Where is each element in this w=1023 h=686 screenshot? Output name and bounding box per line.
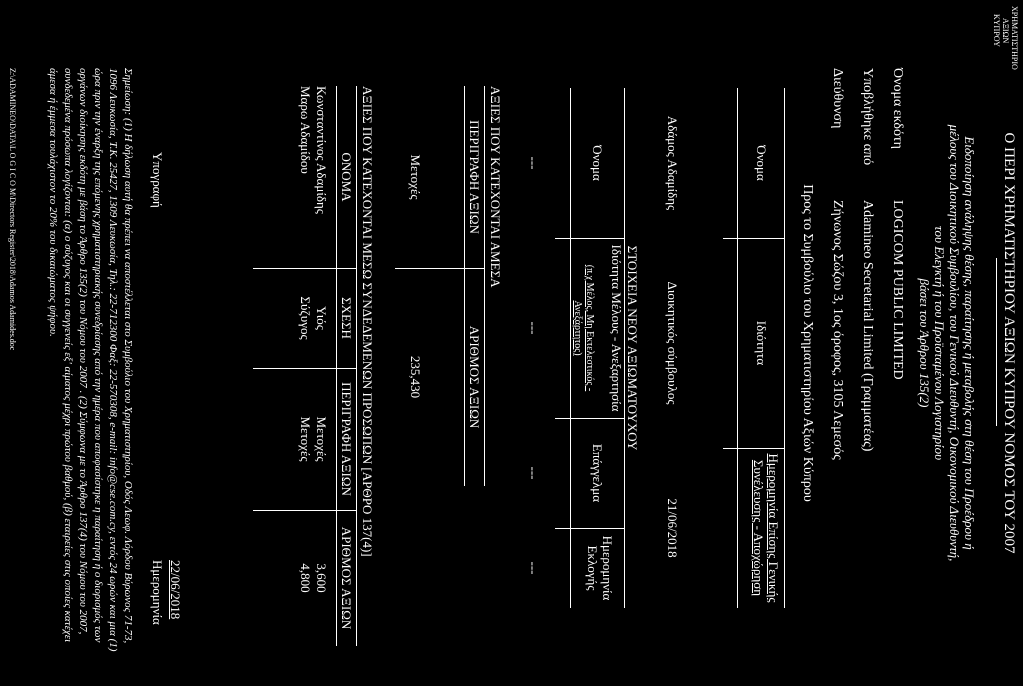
table4-header-relation: ΣΧΕΣΗ — [339, 297, 354, 339]
table4-cell-description: Μετοχές — [314, 416, 329, 462]
table-border — [723, 448, 785, 449]
table3-title: ΑΞΙΕΣ ΠΟΥ ΚΑΤΕΧΟΝΤΑΙ ΑΜΕΣΑ — [488, 86, 503, 288]
table4-header-count: ΑΡΙΘΜΟΣ ΑΞΙΩΝ — [339, 526, 354, 630]
table-border — [624, 88, 625, 608]
table-border — [464, 86, 465, 486]
intro-text: Ειδοποίηση ανάληψης θέσης, παραίτησης ή … — [917, 0, 977, 686]
document-title: Ο ΠΕΡΙ ΧΡΗΜΑΤΙΣΤΗΡΙΟΥ ΑΞΙΩΝ ΚΥΠΡΟΥ ΝΟΜΟΣ… — [1001, 132, 1017, 554]
table3-cell-description: Μετοχές — [408, 154, 423, 200]
intro-line: Ειδοποίηση ανάληψης θέσης, παραίτησης ή … — [962, 136, 977, 550]
table3-header-description: ΠΕΡΙΓΡΑΦΗ ΑΞΙΩΝ — [467, 120, 482, 234]
table2-header-example: (π.χ Μέλος, Μη Εκτελεστικός - Ανεξάρτητο… — [572, 264, 595, 392]
table2-cell: --- — [526, 466, 541, 480]
issuer-value: LOGICOM PUBLIC LIMITED — [890, 200, 905, 380]
file-path-footer: Z:\ADAMINEO\DATA\L O G I C O M\Directors… — [8, 68, 17, 351]
table4-cell-count: 3,600 — [314, 563, 329, 593]
table-border — [555, 528, 625, 529]
date-label: Ημερομηνία — [150, 560, 165, 625]
table1-header-date: Ημερομηνία Επίσης Γενικής Συνέλευσης - Α… — [751, 453, 781, 603]
address-label: Διεύθυνση — [830, 68, 845, 129]
table3-header-count: ΑΡΙΘΜΟΣ ΑΞΙΩΝ — [467, 325, 482, 429]
table1-cell-date: 21/06/2018 — [665, 498, 680, 558]
table4-cell-name: Μαρω Αδαμίδου — [298, 86, 313, 174]
address-value: Ζήνωνος Σώζου 3, 1ος όροφος, 3105 Λεμεσό… — [830, 200, 845, 460]
table4-cell-name: Κωνσταντίνος Αδαμίδης — [314, 86, 329, 214]
footnote-text: Σημείωση: (1) Η δήλωση αυτή θα πρέπει να… — [47, 68, 134, 652]
table2-header-profession: Επάγγελμα — [590, 443, 605, 503]
table4-cell-count: 4,800 — [298, 563, 313, 593]
table3-cell-count: 235,430 — [408, 355, 423, 399]
intro-line: του Ελεγκτή ή του Προϊσταμένου Λογιστηρί… — [932, 225, 947, 461]
table2-cell: --- — [526, 561, 541, 575]
table4-cell-relation: Σύζυγος — [298, 296, 313, 340]
table2-cell: --- — [526, 156, 541, 170]
table2-header-name: Όνομα — [590, 145, 605, 181]
table2-cell: --- — [526, 321, 541, 335]
table4-header-description: ΠΕΡΙΓΡΑΦΗ ΑΞΙΩΝ — [339, 382, 354, 496]
table4-cell-relation: Υιός — [314, 306, 329, 330]
table2-header-role: Ιδιότητα Μέλους - Ανεξαρτησία — [609, 244, 624, 412]
table4-title: ΑΞΙΕΣ ΠΟΥ ΚΑΤΕΧΟΝΤΑΙ ΜΕΣΩ ΣΥΝΔΕΔΕΜΕΝΩΝ Π… — [360, 86, 375, 557]
intro-line: μέλους του Διοικητικού Συμβουλίου, του Γ… — [947, 124, 962, 562]
signature-label: Υπογραφή — [150, 152, 165, 208]
table-border — [484, 86, 485, 486]
table-border — [737, 88, 738, 608]
date-value: 22/06/2018 — [168, 560, 183, 620]
title-underline — [996, 258, 997, 426]
submitted-by-label: Υποβλήθηκε από — [860, 68, 875, 166]
table1-header-name: Όνομα — [754, 145, 769, 181]
table2-title: ΣΤΟΙΧΕΙΑ ΝΕΟΥ ΑΞΙΩΜΑΤΟΥΧΟΥ — [625, 245, 640, 451]
intro-line: βάσει του Άρθρου 135(2) — [917, 278, 932, 408]
table4-header-name: ΟΝΟΜΑ — [339, 152, 354, 202]
table1-header-role: Ιδιότητα — [754, 320, 769, 366]
table-border — [356, 86, 357, 646]
table4-cell-description: Μετοχές — [298, 416, 313, 462]
table-border — [784, 88, 785, 608]
issuer-label: Όνομα εκδότη — [890, 68, 905, 149]
submitted-by-value: Adamineo Secretarial Limited (Γραμματέας… — [860, 200, 875, 452]
table2-header-date: Ημερομηνία Εκλογής — [585, 535, 615, 601]
table1-cell-name: Αδάμος Αδαμίδης — [665, 115, 680, 211]
table1-cell-role: Διοικητικός σύμβουλος — [665, 281, 680, 405]
recipient-line: Προς το Συμβούλιο του Χρηματιστηρίου Αξι… — [800, 184, 815, 502]
table-border — [555, 238, 625, 239]
table-border — [336, 86, 337, 646]
